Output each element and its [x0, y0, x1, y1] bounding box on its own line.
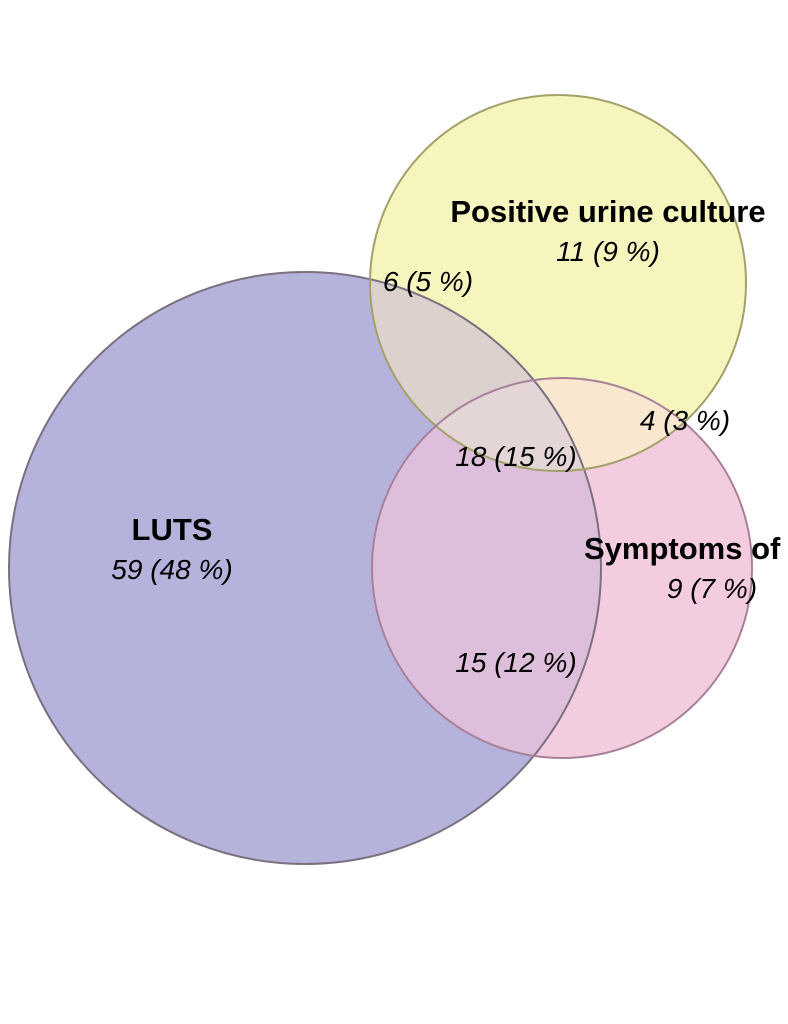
set-outline-urine — [369, 94, 747, 472]
set-count-symptoms: 9 (7 %) — [667, 573, 757, 604]
set-outline-luts — [8, 271, 602, 865]
region-count-luts-urine: 6 (5 %) — [383, 266, 473, 297]
set-label-symptoms: Symptoms of — [584, 531, 781, 566]
set-outline-symptoms — [371, 377, 753, 759]
region-count-urine-symptoms: 4 (3 %) — [640, 405, 730, 436]
set-count-luts: 59 (48 %) — [111, 554, 232, 585]
overlap-luts-symptoms — [372, 378, 601, 758]
set-count-urine: 11 (9 %) — [556, 236, 660, 267]
region-count-luts-symptoms: 15 (12 %) — [455, 647, 576, 678]
set-label-luts: LUTS — [132, 512, 213, 547]
set-label-urine: Positive urine culture — [450, 194, 765, 229]
region-count-triple: 18 (15 %) — [455, 441, 576, 472]
